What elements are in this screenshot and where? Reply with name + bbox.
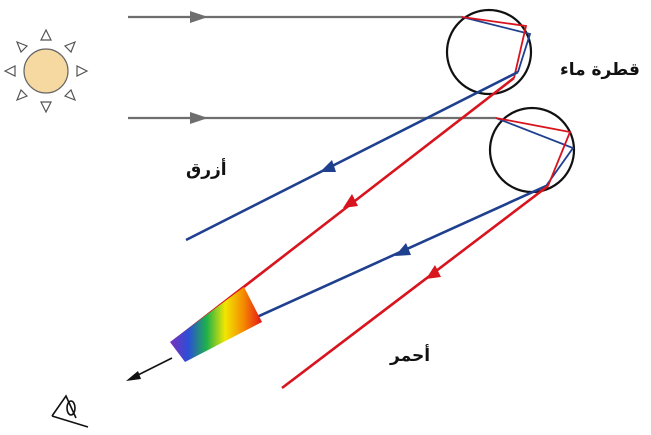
- water-drop-bottom: [490, 108, 574, 192]
- red-label: أحمر: [390, 346, 430, 366]
- red-ray-bottom-arrow: [426, 265, 441, 279]
- blue-ray-bottom-arrow: [395, 243, 411, 256]
- blue-label: أزرق: [186, 160, 227, 180]
- exit-rays: [175, 72, 548, 388]
- incident-rays: [128, 11, 496, 124]
- water-drop-label: قطرة ماء: [560, 60, 640, 80]
- rainbow-spectrum-band: [170, 287, 262, 362]
- blue-ray-top-arrow: [320, 160, 336, 172]
- incident-ray-bottom-arrow: [190, 112, 208, 124]
- blue-ray-top: [186, 72, 518, 240]
- view-direction-arrow: [126, 358, 172, 381]
- eye-icon: [52, 396, 88, 427]
- sun-icon: [5, 30, 87, 112]
- water-drop-top: [447, 10, 531, 94]
- incident-ray-top-arrow: [190, 11, 208, 23]
